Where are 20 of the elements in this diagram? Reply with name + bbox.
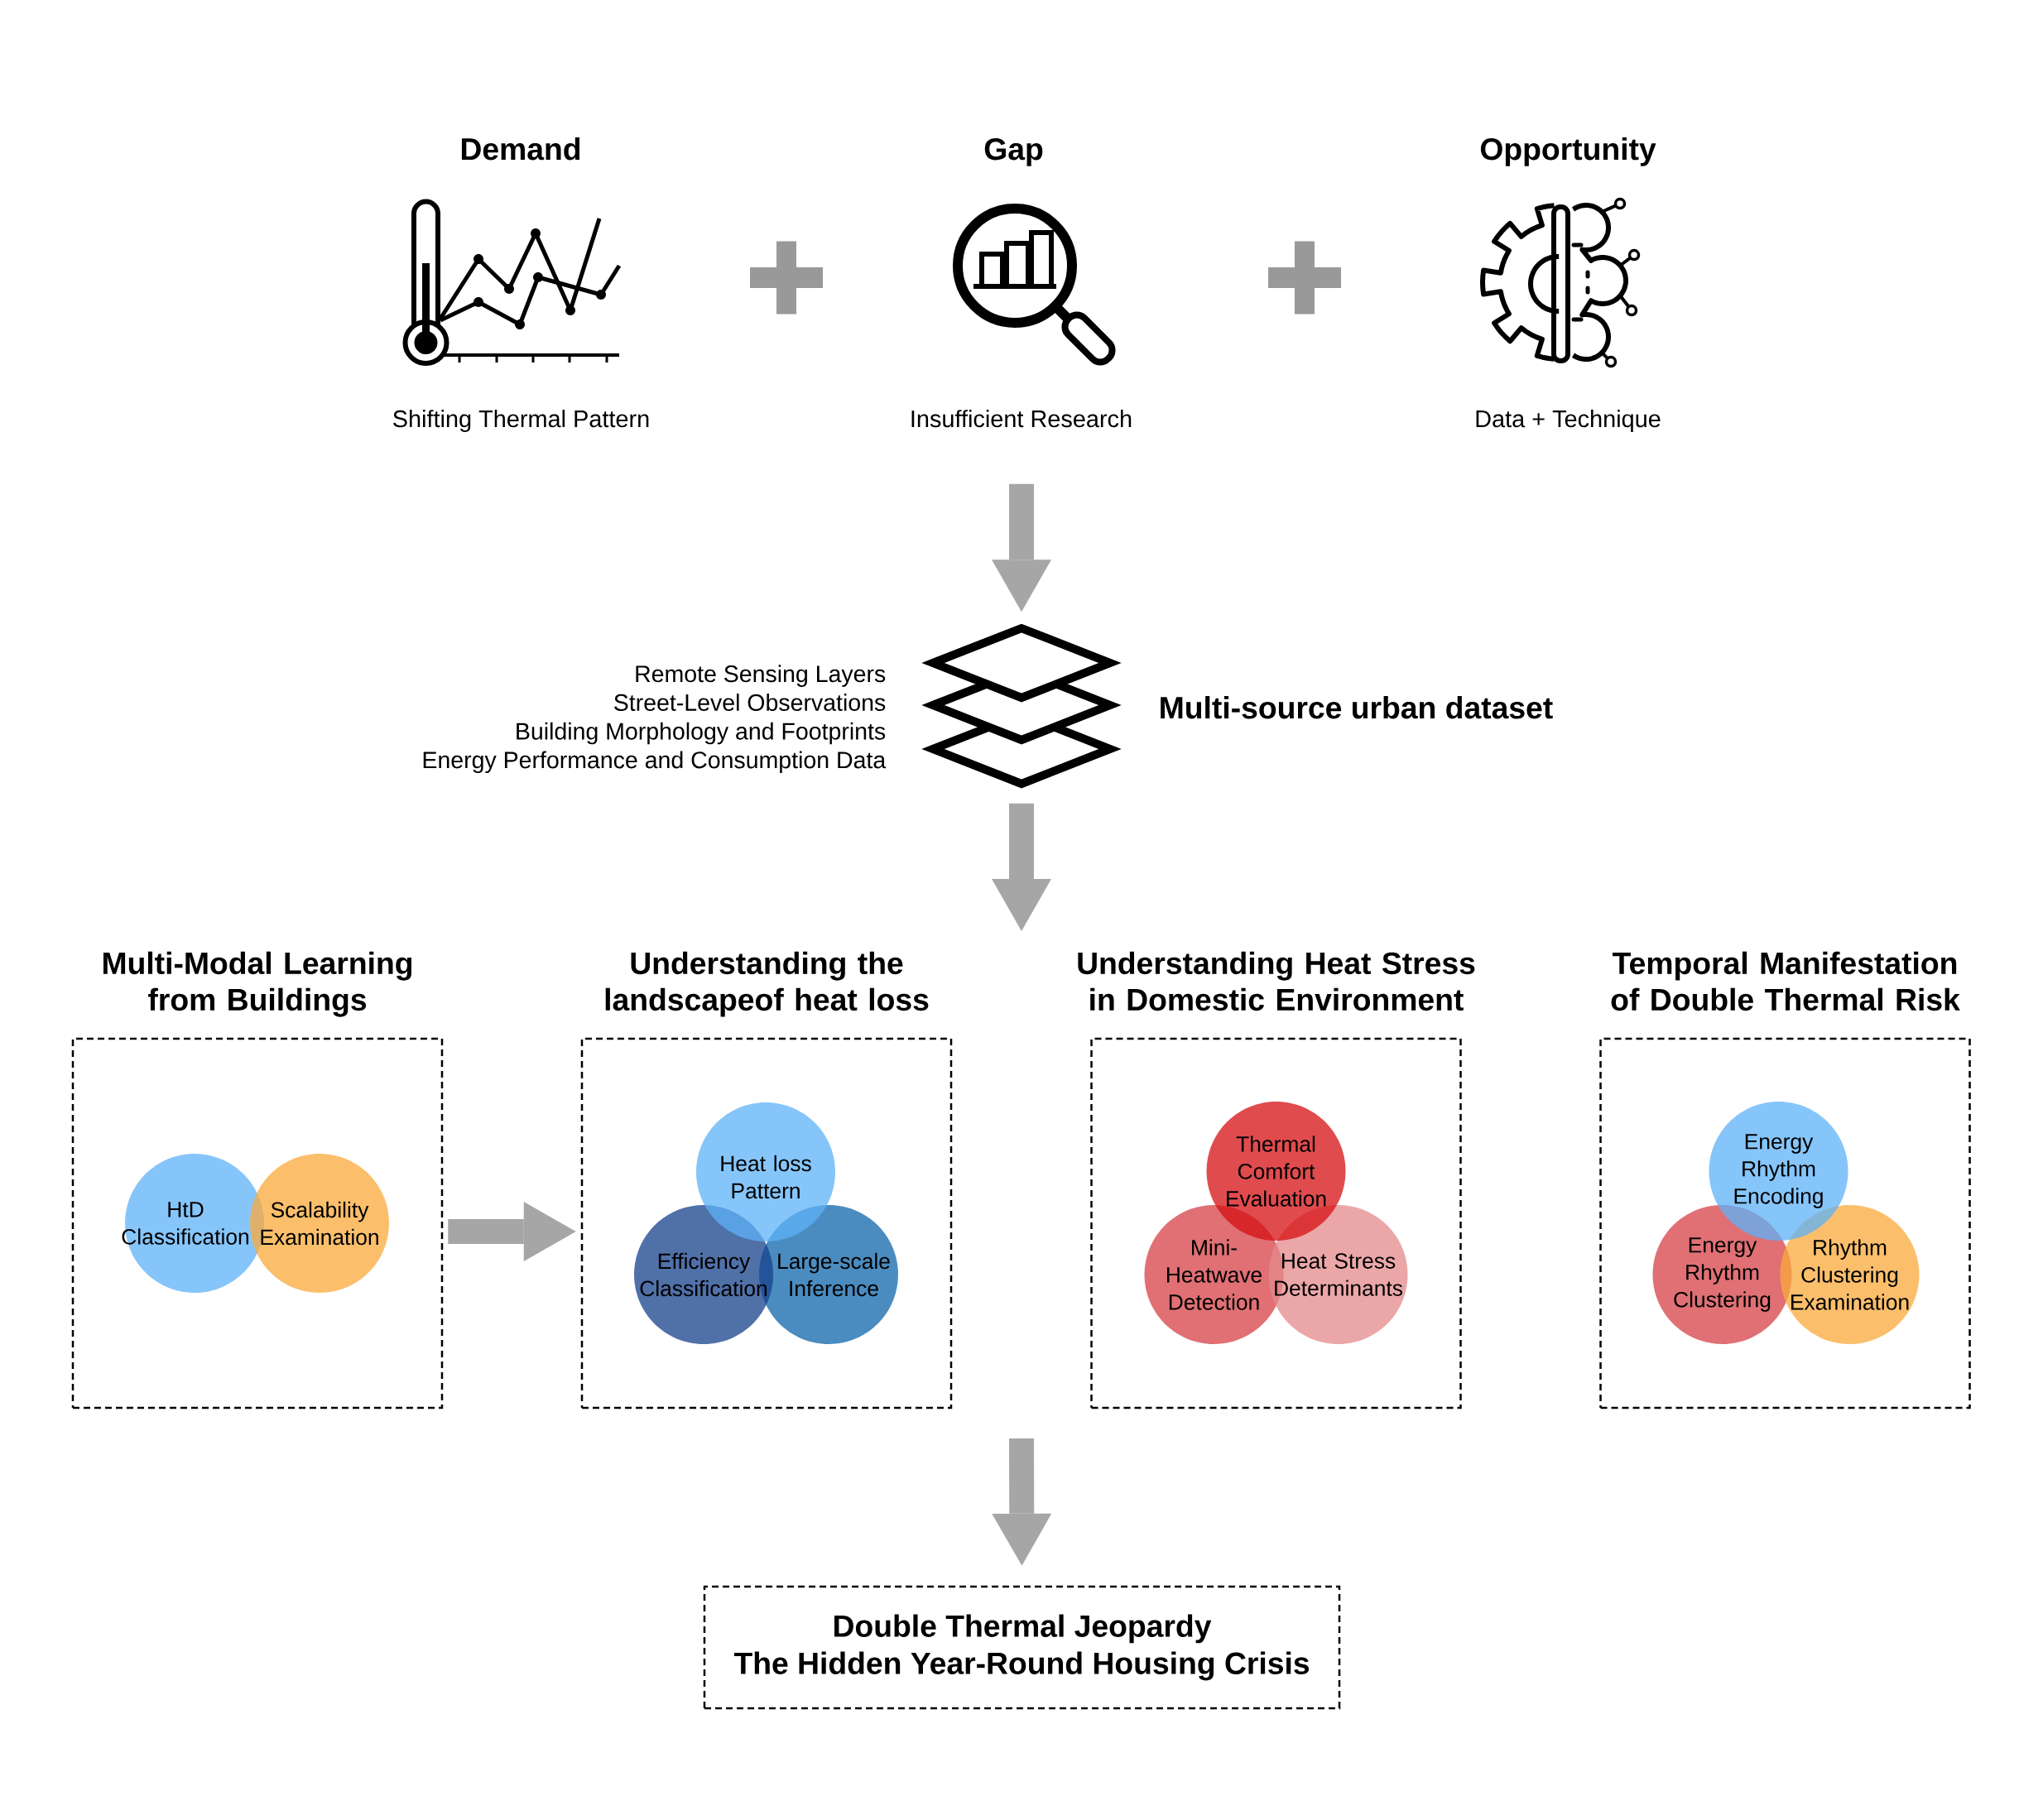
list-item: Building Morphology and Footprints [517, 722, 886, 745]
icon-label: Insufficient Research [911, 410, 1132, 428]
icon-label: Shifting Thermal Pattern [393, 410, 649, 433]
column-heading: Gap [984, 137, 1043, 166]
dataset-title: Multi-source urban dataset [1161, 695, 1553, 719]
icon-label: Data + Technique [1476, 410, 1661, 433]
result-box: Double Thermal Jeopardy The Hidden Year-Round Housing Crisis [703, 1585, 1341, 1710]
block-arrow [992, 483, 1051, 612]
block-arrow [448, 1202, 576, 1262]
block-arrow [992, 1438, 1052, 1566]
panel-heading: Multi-Modal Learning from Buildings [103, 951, 412, 1017]
panel-heading: Temporal Manifestation of Double Thermal Risk [1611, 951, 1960, 1011]
column-heading: Opportunity [1480, 137, 1656, 166]
list-item: Remote Sensing Layers [636, 665, 886, 687]
panel-heading: Understanding the landscapeof heat loss [605, 951, 929, 1017]
list-item: Energy Performance and Consumption Data [423, 751, 887, 773]
panel-heading: Understanding Heat Stress in Domestic Environment [1078, 951, 1475, 1011]
column-heading: Demand [461, 137, 580, 161]
block-arrow [992, 803, 1051, 931]
list-item: Street-Level Observations [614, 694, 886, 711]
